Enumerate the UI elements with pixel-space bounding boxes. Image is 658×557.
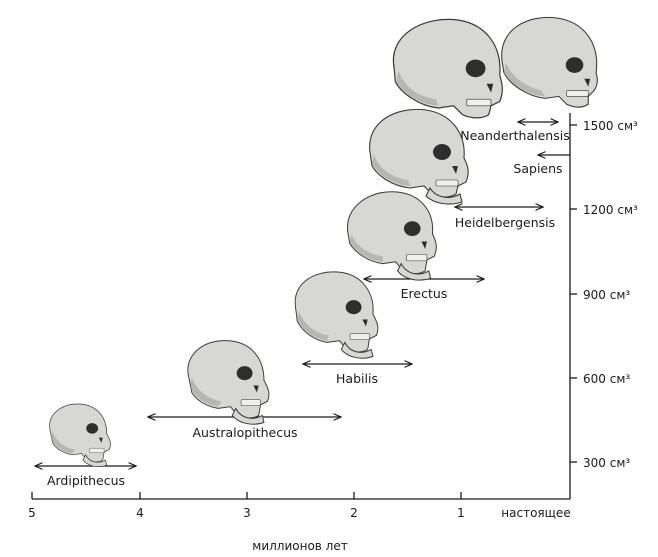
time-axis-ticks — [31, 492, 462, 499]
label-erectus: Erectus — [401, 286, 448, 301]
time-tick-present: настоящее — [501, 506, 570, 520]
time-tick-3: 3 — [243, 506, 251, 520]
label-australopithecus: Australopithecus — [192, 425, 297, 440]
skull-icon-sapiens — [501, 16, 598, 108]
time-tick-1: 1 — [457, 506, 465, 520]
volume-tick-1500: 1500 см³ — [583, 119, 638, 133]
skull-icon-australopithecus — [187, 340, 270, 425]
label-habilis: Habilis — [336, 371, 378, 386]
volume-tick-900: 900 см³ — [583, 288, 630, 302]
skull-icon-habilis — [294, 271, 379, 359]
skull-icon-neanderthalensis — [392, 18, 503, 119]
time-tick-2: 2 — [350, 506, 358, 520]
time-tick-5: 5 — [28, 506, 36, 520]
skull-icon-heidelbergensis — [369, 108, 469, 205]
skull-icon-ardipithecus — [49, 403, 111, 467]
skull-icon-erectus — [347, 191, 437, 281]
label-heidelbergensis: Heidelbergensis — [455, 215, 555, 230]
volume-tick-1200: 1200 см³ — [583, 203, 638, 217]
volume-tick-300: 300 см³ — [583, 456, 630, 470]
time-axis-title: миллионов лет — [252, 539, 347, 553]
label-sapiens: Sapiens — [513, 161, 562, 176]
label-neanderthalensis: Neanderthalensis — [460, 128, 569, 143]
volume-tick-600: 600 см³ — [583, 372, 630, 386]
label-ardipithecus: Ardipithecus — [47, 473, 125, 488]
time-tick-4: 4 — [136, 506, 144, 520]
volume-axis-ticks — [570, 124, 577, 463]
